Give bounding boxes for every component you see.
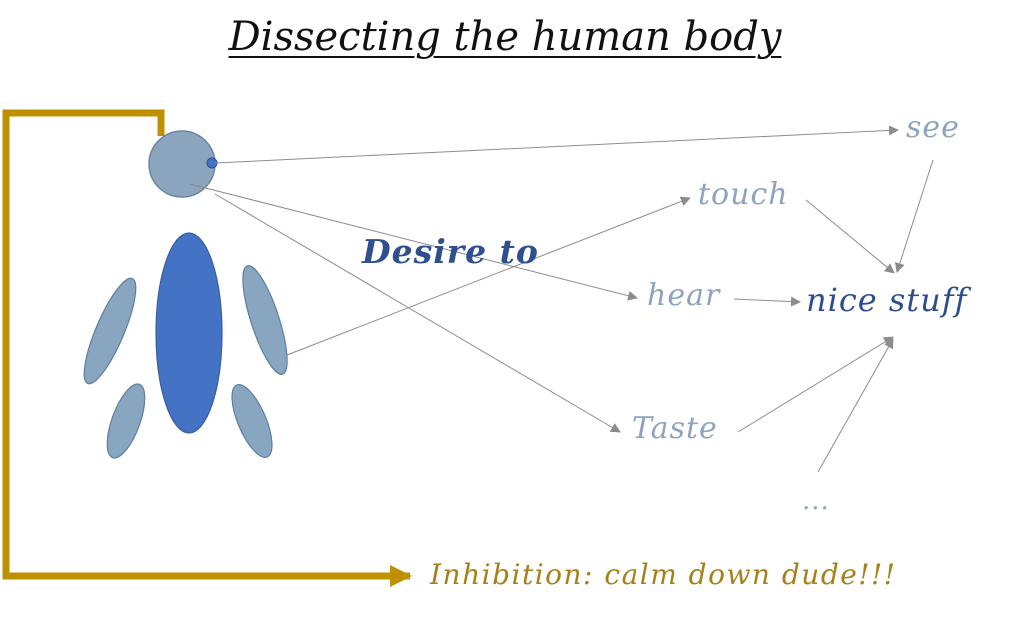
arrow-ellipsis-to-nice xyxy=(817,338,894,473)
label-hear: hear xyxy=(647,278,721,313)
diagram-title: Dissecting the human body xyxy=(0,14,1010,60)
torso-shape xyxy=(155,232,223,434)
title-text: Dissecting the human body xyxy=(228,14,782,60)
arrow-see-to-nice xyxy=(894,159,934,273)
inhibition-loop-arrow xyxy=(2,109,412,587)
arrow-eye-to-see xyxy=(214,125,899,164)
label-nice-stuff: nice stuff xyxy=(806,281,968,319)
label-touch: touch xyxy=(698,177,789,212)
arrow-arm-to-touch xyxy=(286,196,691,356)
arrow-taste-to-nice xyxy=(737,336,894,433)
arrow-touch-to-nice xyxy=(805,199,895,274)
arrow-head-to-hear xyxy=(189,183,638,301)
arrow-hear-to-nice xyxy=(733,296,801,307)
label-taste: Taste xyxy=(632,411,718,446)
right-leg-shape xyxy=(231,384,273,458)
label-ellipsis: ... xyxy=(802,486,830,516)
arrow-head-to-taste xyxy=(214,193,621,433)
label-inhibition: Inhibition: calm down dude!!! xyxy=(430,558,897,591)
human-figure xyxy=(83,130,288,459)
label-see: see xyxy=(906,110,960,145)
head-shape xyxy=(148,130,216,198)
label-desire-to: Desire to xyxy=(362,232,539,271)
left-arm-shape xyxy=(83,277,137,385)
left-leg-shape xyxy=(106,383,146,459)
right-arm-shape xyxy=(242,265,288,375)
